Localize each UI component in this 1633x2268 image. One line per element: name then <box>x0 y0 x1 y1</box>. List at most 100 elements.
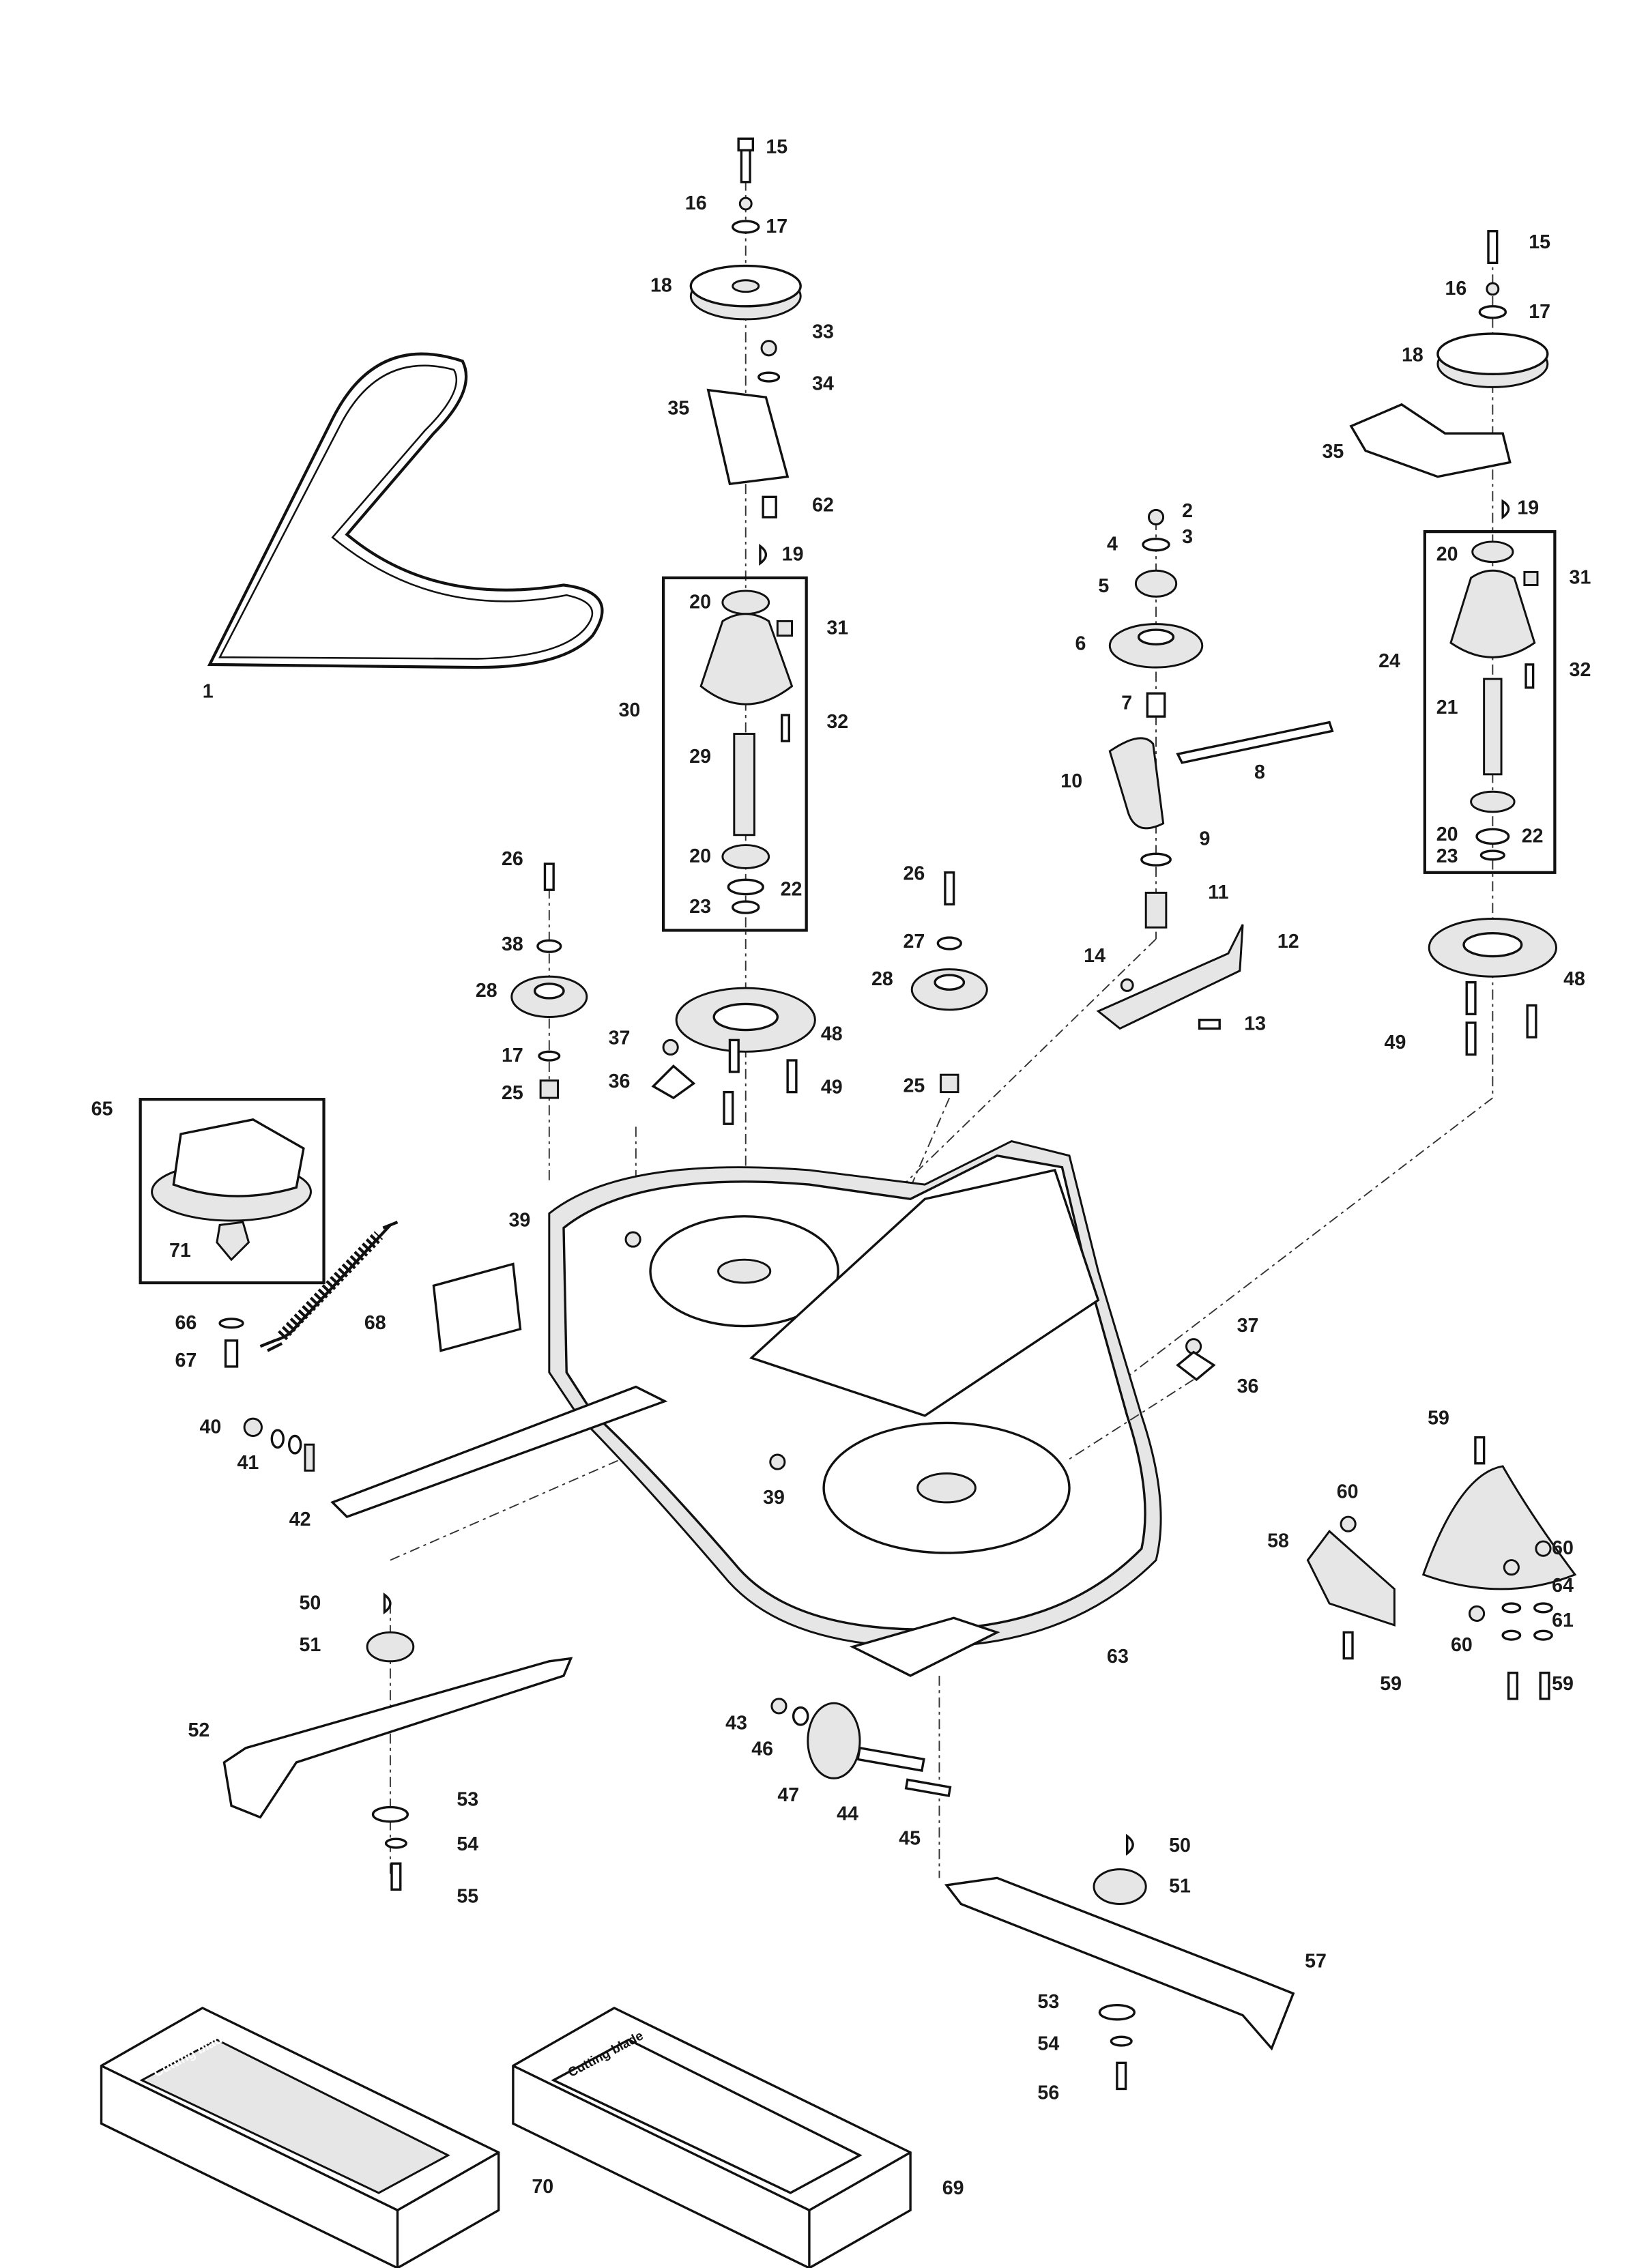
callout-37: 37 <box>1237 1315 1259 1337</box>
mid-idler-parts <box>823 871 988 1387</box>
callout-24: 24 <box>1378 650 1400 672</box>
callout-65: 65 <box>91 1098 113 1120</box>
callout-49: 49 <box>821 1077 843 1099</box>
callout-62: 62 <box>812 494 834 516</box>
callout-26: 26 <box>502 848 523 870</box>
callout-12: 12 <box>1277 931 1299 953</box>
callout-25: 25 <box>502 1082 523 1104</box>
callout-69: 69 <box>942 2177 964 2199</box>
callout-50: 50 <box>1169 1835 1191 1857</box>
callout-67: 67 <box>175 1350 197 1371</box>
callout-20: 20 <box>689 845 711 867</box>
callout-19: 19 <box>782 543 804 565</box>
callout-18: 18 <box>1402 344 1424 366</box>
callout-34: 34 <box>812 373 834 395</box>
callout-55: 55 <box>457 1885 478 1907</box>
callout-47: 47 <box>777 1784 799 1806</box>
blade-52-parts <box>222 1592 573 1891</box>
callout-3: 3 <box>1182 526 1193 548</box>
callout-68: 68 <box>364 1312 386 1334</box>
callout-53: 53 <box>457 1788 478 1810</box>
callout-58: 58 <box>1267 1530 1289 1552</box>
callout-13: 13 <box>1244 1013 1266 1035</box>
callout-66: 66 <box>175 1312 197 1334</box>
callout-35: 35 <box>667 398 689 420</box>
callout-48: 48 <box>821 1023 843 1045</box>
callout-57: 57 <box>1305 1951 1327 1973</box>
callout-51: 51 <box>1169 1876 1191 1898</box>
callout-9: 9 <box>1200 828 1211 850</box>
callout-51: 51 <box>300 1634 321 1656</box>
callout-52: 52 <box>188 1719 210 1741</box>
callout-14: 14 <box>1084 945 1105 967</box>
callout-40: 40 <box>199 1416 221 1438</box>
callout-42: 42 <box>289 1509 311 1530</box>
callout-60: 60 <box>1451 1634 1473 1656</box>
assembly-box-24 <box>1423 530 1557 874</box>
callout-8: 8 <box>1254 761 1265 783</box>
callout-50: 50 <box>300 1593 321 1614</box>
right-spindle-parts <box>924 230 1557 1532</box>
callout-33: 33 <box>812 321 834 343</box>
callout-17: 17 <box>1529 301 1550 323</box>
callout-22: 22 <box>1522 825 1544 847</box>
callout-63: 63 <box>1107 1646 1129 1668</box>
callout-23: 23 <box>1436 845 1458 867</box>
center-spindle-parts <box>661 137 816 1300</box>
callout-59: 59 <box>1552 1673 1574 1695</box>
callout-60: 60 <box>1337 1481 1359 1503</box>
callout-38: 38 <box>502 933 523 955</box>
callout-7: 7 <box>1121 693 1132 714</box>
clutch-box-65 <box>139 1098 326 1285</box>
callout-19: 19 <box>1517 497 1539 519</box>
cutting-deck-63 <box>330 1140 1216 1878</box>
callout-36: 36 <box>609 1071 631 1092</box>
callout-39: 39 <box>763 1487 785 1509</box>
callout-70: 70 <box>532 2176 553 2198</box>
callout-20: 20 <box>1436 824 1458 845</box>
callout-labels: 1151617183334356219203130322920222348492… <box>91 136 1591 2199</box>
callout-48: 48 <box>1563 968 1585 990</box>
callout-32: 32 <box>1570 659 1591 681</box>
callout-44: 44 <box>837 1803 858 1825</box>
callout-23: 23 <box>689 896 711 918</box>
callout-54: 54 <box>1037 2033 1059 2054</box>
callout-39: 39 <box>509 1210 531 1232</box>
callout-16: 16 <box>685 192 707 214</box>
callout-59: 59 <box>1428 1408 1449 1429</box>
callout-16: 16 <box>1445 278 1466 300</box>
callout-6: 6 <box>1075 633 1086 655</box>
callout-30: 30 <box>618 699 640 721</box>
callout-59: 59 <box>1380 1673 1402 1695</box>
callout-4: 4 <box>1107 534 1118 555</box>
blade-box-69: Cutting blade <box>512 2006 912 2268</box>
callout-15: 15 <box>1529 231 1550 253</box>
mulch-plate-parts <box>1306 1436 1577 1700</box>
callout-27: 27 <box>904 931 925 953</box>
callout-17: 17 <box>766 216 787 237</box>
callout-18: 18 <box>650 275 672 297</box>
callout-71: 71 <box>169 1240 191 1262</box>
callout-54: 54 <box>457 1833 478 1855</box>
callout-31: 31 <box>1570 566 1591 588</box>
callout-22: 22 <box>781 879 803 901</box>
callout-17: 17 <box>502 1045 523 1066</box>
wheel-parts <box>770 1698 952 1797</box>
blade-box-70: Cutting blade <box>100 2006 500 2268</box>
callout-29: 29 <box>689 746 711 768</box>
callout-37: 37 <box>609 1028 631 1049</box>
callout-25: 25 <box>904 1075 925 1097</box>
callout-11: 11 <box>1208 882 1228 903</box>
callout-61: 61 <box>1552 1610 1574 1631</box>
callout-43: 43 <box>725 1712 747 1734</box>
callout-35: 35 <box>1323 441 1344 463</box>
callout-64: 64 <box>1552 1575 1574 1597</box>
tensioner-parts <box>888 508 1334 1200</box>
callout-5: 5 <box>1098 575 1109 597</box>
belt-part-1 <box>207 352 604 669</box>
callout-10: 10 <box>1060 770 1082 792</box>
callout-49: 49 <box>1385 1032 1406 1053</box>
callout-20: 20 <box>689 591 711 613</box>
callout-46: 46 <box>751 1738 773 1760</box>
